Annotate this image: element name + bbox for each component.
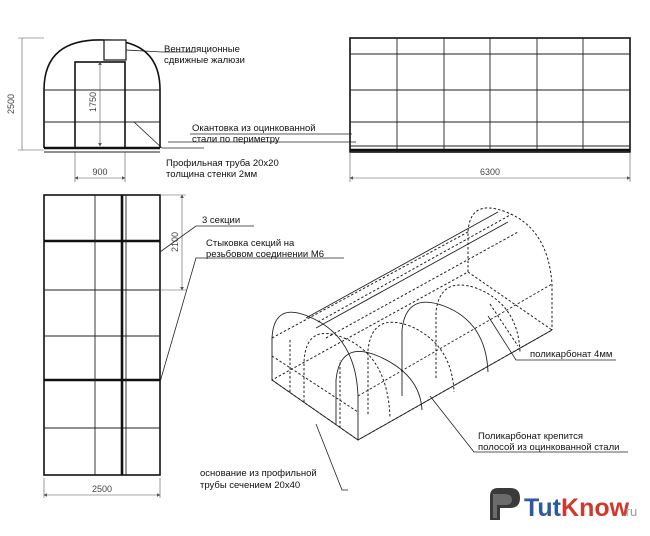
- front-view: [43, 39, 161, 153]
- label-base-1: основание из профильной: [200, 468, 317, 479]
- label-pipe-2: толщина стенки 2мм: [166, 169, 257, 180]
- side-dimensions: 6300: [349, 152, 631, 182]
- label-base-2: трубы сечением 20х40: [200, 480, 300, 491]
- brand-name-b: Know: [561, 494, 630, 522]
- label-join-2: резьбовом соединении М6: [206, 249, 324, 260]
- label-trim-2: стали по периметру: [192, 134, 280, 145]
- label-vent-2: сдвижные жалюзи: [164, 55, 245, 66]
- label-sections: 3 секции: [202, 215, 240, 226]
- label-polycarbonate: поликарбонат 4мм: [530, 349, 612, 360]
- dim-height-wall: 1750: [88, 92, 98, 112]
- logo-icon: [490, 488, 520, 520]
- side-view: [349, 37, 631, 153]
- label-trim-1: Окантовка из оцинкованной: [192, 123, 316, 134]
- brand-name-a: Tut: [524, 494, 562, 522]
- isometric-view: [271, 207, 553, 441]
- plan-dimensions: 2100 2500: [43, 194, 186, 498]
- dim-width: 2500: [92, 484, 112, 494]
- dim-height-total: 2500: [6, 94, 16, 114]
- dim-section-length: 2100: [170, 232, 180, 252]
- leaders: [125, 49, 628, 491]
- dim-door-width: 900: [92, 167, 107, 177]
- label-vent-1: Вентиляционные: [164, 44, 240, 55]
- dim-length: 6300: [480, 167, 500, 177]
- svg-text:TutKnow: TutKnow: [524, 494, 630, 522]
- label-strip-2: полосой из оцинкованной стали: [478, 442, 619, 453]
- front-dimensions: 2500 1750 900: [6, 37, 126, 182]
- brand-logo[interactable]: TutKnow .ru: [490, 488, 637, 522]
- label-join-1: Стыковка секций на: [206, 238, 295, 249]
- label-pipe-1: Профильная труба 20х20: [166, 158, 279, 169]
- brand-suffix: .ru: [622, 504, 637, 519]
- annotations: Вентиляционные сдвижные жалюзи Окантовка…: [164, 44, 619, 491]
- label-strip-1: Поликарбонат крепится: [478, 431, 583, 442]
- plan-view: [43, 194, 161, 476]
